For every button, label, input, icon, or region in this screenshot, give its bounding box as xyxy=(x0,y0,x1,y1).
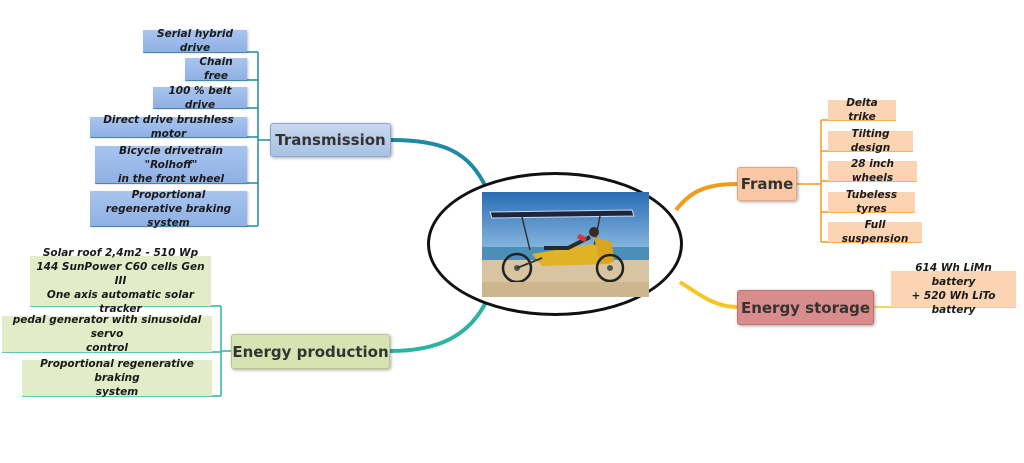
branch-energy-storage[interactable]: Energy storage xyxy=(737,290,874,325)
leaf-tilting-design[interactable]: Tilting design xyxy=(828,128,913,154)
frame-bracket xyxy=(797,119,922,243)
leaf-tubeless-tyres[interactable]: Tubeless tyres xyxy=(828,189,915,215)
connector-frame xyxy=(674,182,738,212)
leaf-chain-free[interactable]: Chain free xyxy=(185,56,247,82)
branch-energy-production[interactable]: Energy production xyxy=(231,334,390,369)
leaf-belt-drive[interactable]: 100 % belt drive xyxy=(153,85,247,111)
connector-transmission xyxy=(390,138,489,191)
connector-production xyxy=(389,299,489,353)
transmission-bracket xyxy=(90,51,270,227)
leaf-direct-drive-motor[interactable]: Direct drive brushless motor xyxy=(90,114,247,140)
leaf-delta-trike[interactable]: Delta trike xyxy=(828,97,896,123)
center-node xyxy=(427,172,683,316)
branch-frame[interactable]: Frame xyxy=(737,167,797,201)
connector-storage xyxy=(678,280,738,309)
recumbent-solar-trike-photo xyxy=(482,192,649,297)
leaf-serial-hybrid-drive[interactable]: Serial hybrid drive xyxy=(143,28,247,54)
production-bracket xyxy=(2,305,231,397)
leaf-bicycle-drivetrain[interactable]: Bicycle drivetrain "Rolhoff"in the front… xyxy=(95,145,247,185)
leaf-battery[interactable]: 614 Wh LiMn battery+ 520 Wh LiTo battery xyxy=(891,262,1016,316)
leaf-full-suspension[interactable]: Full suspension xyxy=(828,219,922,245)
branch-transmission[interactable]: Transmission xyxy=(270,123,391,157)
leaf-28-inch-wheels[interactable]: 28 inch wheels xyxy=(828,158,917,184)
